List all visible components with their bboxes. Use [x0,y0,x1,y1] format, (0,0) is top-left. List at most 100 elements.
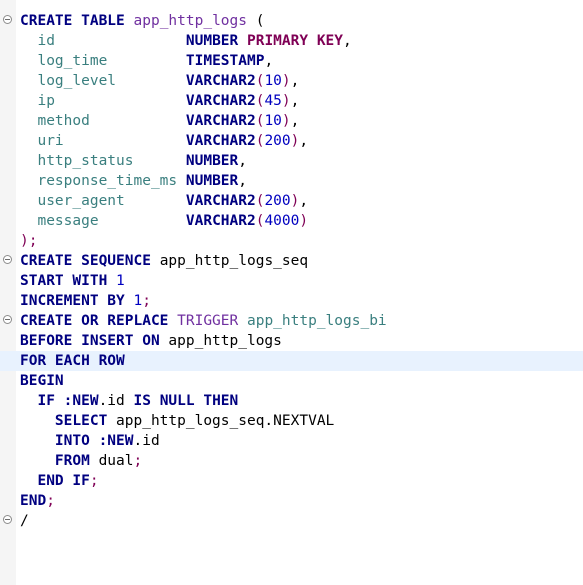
fold-toggle-icon[interactable] [3,515,12,524]
code-token: VARCHAR2 [185,193,256,209]
code-line[interactable]: message VARCHAR2(4000) [0,211,583,231]
code-line[interactable]: log_time TIMESTAMP, [0,51,583,71]
code-token: method [20,113,186,129]
code-token: PRIMARY KEY [246,33,344,49]
code-token: ) [281,113,291,129]
code-token: VARCHAR2 [185,113,256,129]
code-line[interactable]: http_status NUMBER, [0,151,583,171]
code-token: id [20,33,186,49]
code-token: VARCHAR2 [185,213,256,229]
code-token: ) [290,133,300,149]
code-line[interactable]: FROM dual; [0,451,583,471]
code-token: NUMBER [185,33,247,49]
code-line[interactable]: ip VARCHAR2(45), [0,91,583,111]
code-token: response_time_ms [20,173,186,189]
code-token: END IF [20,473,90,489]
code-token: NUMBER [185,153,239,169]
code-line[interactable]: CREATE SEQUENCE app_http_logs_seq [0,251,583,271]
code-token: 200 [264,193,291,209]
code-line[interactable]: user_agent VARCHAR2(200), [0,191,583,211]
code-line[interactable]: log_level VARCHAR2(10), [0,71,583,91]
code-token: CREATE TABLE [20,13,134,29]
code-token: app_http_logs_bi [246,313,387,329]
code-token: , [264,53,274,69]
code-token: 4000 [264,213,300,229]
code-token: 200 [264,133,291,149]
code-token: IS NULL THEN [133,393,239,409]
code-token: END [20,493,47,509]
code-line[interactable]: BEGIN [0,371,583,391]
code-token: ) [299,213,309,229]
code-line[interactable]: ); [0,231,583,251]
code-token: app_http_logs_seq [159,253,309,269]
code-token: ( [247,13,265,29]
code-line[interactable]: BEFORE INSERT ON app_http_logs [0,331,583,351]
code-token: VARCHAR2 [185,93,256,109]
code-token: NUMBER [185,173,239,189]
code-token: TIMESTAMP [185,53,265,69]
code-line[interactable]: response_time_ms NUMBER, [0,171,583,191]
code-token: .id [98,393,134,409]
code-token: ( [255,93,265,109]
code-line[interactable]: START WITH 1 [0,271,583,291]
code-token: IF [20,393,64,409]
code-token: user_agent [20,193,186,209]
code-token: uri [20,133,186,149]
code-line[interactable]: CREATE OR REPLACE TRIGGER app_http_logs_… [0,311,583,331]
code-lines[interactable]: CREATE TABLE app_http_logs ( id NUMBER P… [0,11,583,531]
code-token: .id [133,433,160,449]
code-token: CREATE SEQUENCE [20,253,160,269]
code-token: http_status [20,153,186,169]
code-token: , [290,113,300,129]
code-token: ip [20,93,186,109]
fold-toggle-icon[interactable] [3,255,12,264]
code-token: ) [281,73,291,89]
code-token: log_level [20,73,186,89]
code-token: , [299,193,309,209]
code-token: , [343,33,352,49]
code-token: ) [281,93,291,109]
code-line[interactable]: uri VARCHAR2(200), [0,131,583,151]
code-token: app_http_logs [168,333,282,349]
code-token: ; [142,293,151,309]
fold-toggle-icon[interactable] [3,15,12,24]
code-line[interactable]: / [0,511,583,531]
code-line[interactable]: IF :NEW.id IS NULL THEN [0,391,583,411]
code-line[interactable]: INTO :NEW.id [0,431,583,451]
code-token: FROM [20,453,99,469]
code-line[interactable]: method VARCHAR2(10), [0,111,583,131]
editor-gutter [0,0,16,585]
code-token: 45 [264,93,282,109]
code-token: message [20,213,186,229]
code-token: 10 [264,73,282,89]
code-token: INCREMENT BY [20,293,134,309]
code-token: INTO [20,433,99,449]
code-line[interactable]: CREATE TABLE app_http_logs ( [0,11,583,31]
code-token: ( [255,193,265,209]
code-token: :NEW [63,393,99,409]
code-token: app_http_logs [133,13,248,29]
code-token: ); [20,233,38,249]
code-token: , [238,173,247,189]
code-token: log_time [20,53,186,69]
code-token: 1 [116,273,125,289]
code-token: ; [89,473,99,489]
code-line[interactable]: END; [0,491,583,511]
code-token: ; [46,493,55,509]
code-line[interactable]: INCREMENT BY 1; [0,291,583,311]
code-line[interactable]: SELECT app_http_logs_seq.NEXTVAL [0,411,583,431]
code-token: :NEW [98,433,134,449]
code-line[interactable]: END IF; [0,471,583,491]
code-line-current[interactable]: FOR EACH ROW [0,351,583,371]
code-token: CREATE OR REPLACE [20,313,178,329]
code-token: TRIGGER [177,313,247,329]
code-line[interactable]: id NUMBER PRIMARY KEY, [0,31,583,51]
code-token: , [299,133,309,149]
code-token: ; [133,453,143,469]
code-token: 10 [264,113,282,129]
code-token: ( [255,73,265,89]
fold-toggle-icon[interactable] [3,315,12,324]
code-token: ( [255,133,265,149]
code-token: / [20,513,29,529]
